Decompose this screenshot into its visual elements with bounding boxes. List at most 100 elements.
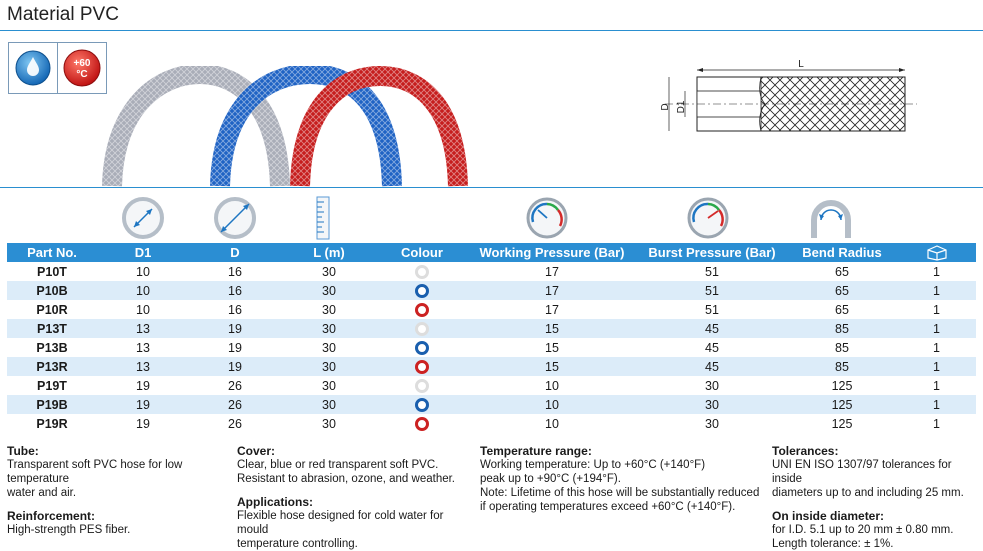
cell-working-pressure: 10 (545, 378, 559, 393)
cell-d: 19 (189, 357, 281, 376)
page-title: Material PVC (7, 4, 119, 25)
cell-package-qty: 1 (897, 319, 976, 338)
cell-d: 26 (189, 395, 281, 414)
cell-length: 30 (322, 302, 336, 317)
working-pressure-gauge-icon (526, 197, 568, 239)
cell-length: 30 (281, 395, 377, 414)
cell-burst-pressure: 45 (637, 319, 787, 338)
outer-diameter-icon (214, 197, 256, 239)
colour-swatch-red (415, 416, 429, 431)
cell-colour (377, 376, 467, 395)
tube-heading: Tube: (7, 444, 39, 458)
cell-colour (377, 414, 467, 433)
cell-working-pressure: 10 (467, 395, 637, 414)
cell-bend-radius: 85 (835, 340, 849, 355)
inner-diameter-label: D1 (676, 100, 687, 113)
notes-temperature-column: Temperature range: Working temperature: … (480, 444, 765, 514)
cell-bend-radius: 65 (787, 281, 897, 300)
cell-length: 30 (281, 357, 377, 376)
cell-part-no: P13T (7, 319, 97, 338)
cell-bend-radius: 85 (787, 357, 897, 376)
colour-swatch-blue (415, 340, 429, 355)
temperature-text-4: if operating temperatures exceed +60°C (… (480, 501, 736, 513)
tolerances-text-1: UNI EN ISO 1307/97 tolerances for inside (772, 459, 952, 485)
cell-d1: 19 (136, 416, 150, 431)
cell-burst-pressure: 45 (705, 340, 719, 355)
cover-heading: Cover: (237, 444, 276, 458)
colour-swatch-blue (415, 283, 429, 298)
temperature-text-2: peak up to +90°C (+194°F). (480, 473, 621, 485)
cell-bend-radius: 65 (835, 264, 849, 279)
cell-d: 16 (228, 302, 242, 317)
cell-bend-radius: 125 (831, 416, 853, 431)
col-header-part-no: Part No. (7, 243, 97, 262)
col-header-working-pressure: Working Pressure (Bar) (467, 243, 637, 262)
reinforcement-text: High-strength PES fiber. (7, 524, 131, 536)
cell-burst-pressure: 30 (705, 416, 719, 431)
cell-length: 30 (322, 378, 336, 393)
cell-bend-radius: 65 (835, 302, 849, 317)
cell-package-qty: 1 (933, 264, 940, 279)
outer-diameter-label: D (660, 103, 671, 110)
colour-swatch-clear (415, 321, 429, 336)
cell-part-no: P19B (7, 395, 97, 414)
cell-working-pressure: 15 (467, 319, 637, 338)
tolerances-heading: Tolerances: (772, 444, 839, 458)
tube-text-1: Transparent soft PVC hose for low temper… (7, 459, 183, 485)
cover-text-2: Resistant to abrasion, ozone, and weathe… (237, 473, 456, 485)
temperature-text-1: Working temperature: Up to +60°C (+140°F… (480, 459, 706, 471)
column-pictograms (0, 190, 983, 242)
cell-length: 30 (322, 264, 336, 279)
cell-d: 19 (189, 319, 281, 338)
applications-text-2: temperature controlling. (237, 538, 358, 550)
colour-swatch-clear (415, 378, 429, 393)
col-header-package (897, 243, 976, 262)
inside-diameter-text-1: for I.D. 5.1 up to 20 mm ± 0.80 mm. (772, 524, 954, 536)
cell-part-no: P19T (37, 378, 67, 393)
cell-colour (377, 281, 467, 300)
section-rule (0, 187, 983, 188)
colour-swatch-red (415, 302, 429, 317)
cell-burst-pressure: 45 (637, 357, 787, 376)
cell-part-no: P10B (7, 281, 97, 300)
cell-working-pressure: 17 (545, 302, 559, 317)
cell-d: 26 (228, 378, 242, 393)
cell-package-qty: 1 (933, 340, 940, 355)
cell-working-pressure: 10 (545, 416, 559, 431)
temp-badge-unit: °C (76, 69, 87, 80)
cell-package-qty: 1 (897, 357, 976, 376)
colour-swatch-blue (415, 397, 429, 412)
property-badges: +60 °C (8, 42, 107, 94)
water-badge (8, 42, 58, 94)
cell-length: 30 (322, 340, 336, 355)
cell-working-pressure: 17 (467, 281, 637, 300)
cell-d1: 19 (97, 395, 189, 414)
cell-burst-pressure: 30 (637, 395, 787, 414)
temperature-icon: +60 °C (63, 49, 101, 87)
table-header-row: Part No. D1 D L (m) Colour Working Press… (7, 243, 976, 262)
cell-length: 30 (281, 281, 377, 300)
cell-bend-radius: 85 (787, 319, 897, 338)
ruler-icon (316, 196, 330, 240)
cell-bend-radius: 125 (831, 378, 853, 393)
cell-package-qty: 1 (933, 416, 940, 431)
cell-burst-pressure: 51 (705, 264, 719, 279)
cell-part-no: P10R (36, 302, 68, 317)
cell-bend-radius: 125 (787, 395, 897, 414)
notes-tolerances-column: Tolerances: UNI EN ISO 1307/97 tolerance… (772, 444, 977, 551)
burst-pressure-gauge-icon (687, 197, 729, 239)
cell-working-pressure: 15 (467, 357, 637, 376)
water-drop-icon (15, 50, 51, 86)
cell-colour (377, 357, 467, 376)
applications-heading: Applications: (237, 495, 314, 509)
cell-burst-pressure: 51 (637, 281, 787, 300)
temperature-badge: +60 °C (58, 42, 107, 94)
temperature-text-3: Note: Lifetime of this hose will be subs… (480, 487, 760, 499)
cover-text-1: Clear, blue or red transparent soft PVC. (237, 459, 439, 471)
